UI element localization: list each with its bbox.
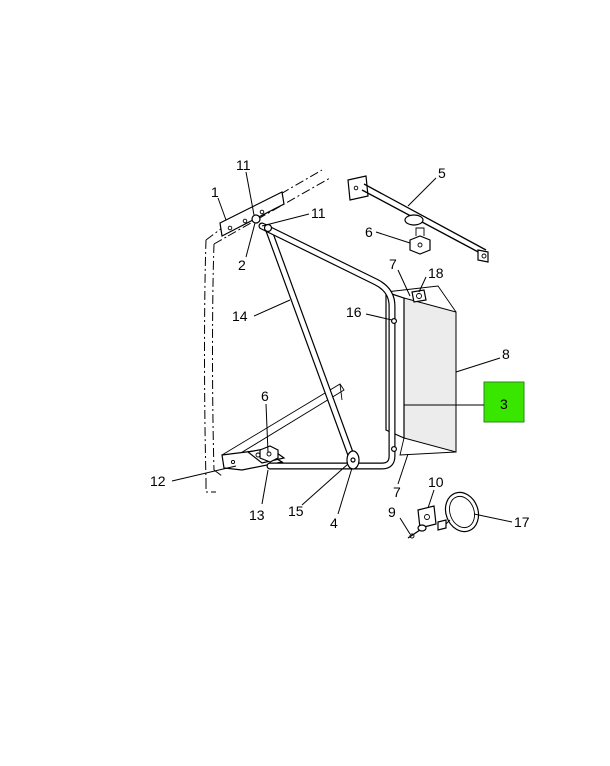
callout-18: 18 [428, 265, 444, 281]
callout-8: 8 [502, 346, 510, 362]
callout-1: 1 [211, 184, 219, 200]
pivot-joints [251, 214, 427, 470]
upper-hinge-plate [219, 191, 285, 237]
callout-4: 4 [330, 515, 338, 531]
callout-15: 15 [288, 503, 304, 519]
callout-17: 17 [514, 514, 530, 530]
leader-lines [171, 171, 513, 535]
callout-6-upper: 6 [365, 224, 373, 240]
callout-14: 14 [232, 308, 248, 324]
callout-12: 12 [150, 473, 166, 489]
highlight-box-item-3[interactable] [483, 381, 525, 423]
callout-7-upper: 7 [389, 256, 397, 272]
upper-arm-rod [347, 175, 489, 263]
mirror-head [385, 285, 457, 456]
lower-mount-bracket [221, 383, 345, 471]
callout-9: 9 [388, 504, 396, 520]
callout-5: 5 [438, 165, 446, 181]
brace-strut [264, 224, 356, 462]
upper-clamp [409, 227, 431, 255]
callout-11-top: 11 [236, 157, 251, 173]
mirror-tube-frame [258, 222, 396, 470]
callout-3: 3 [500, 396, 508, 412]
callout-2: 2 [238, 257, 246, 273]
callout-10: 10 [428, 474, 444, 490]
callout-16: 16 [346, 304, 362, 320]
callout-labels: 1 11 11 2 5 6 7 18 16 14 8 3 6 12 13 15 … [150, 157, 530, 531]
callout-7-lower: 7 [393, 484, 401, 500]
callout-6-lower: 6 [261, 388, 269, 404]
callout-13: 13 [249, 507, 265, 523]
lower-clamp [259, 445, 279, 463]
convex-mirror-assembly [407, 491, 480, 539]
callout-11-right: 11 [311, 205, 326, 221]
